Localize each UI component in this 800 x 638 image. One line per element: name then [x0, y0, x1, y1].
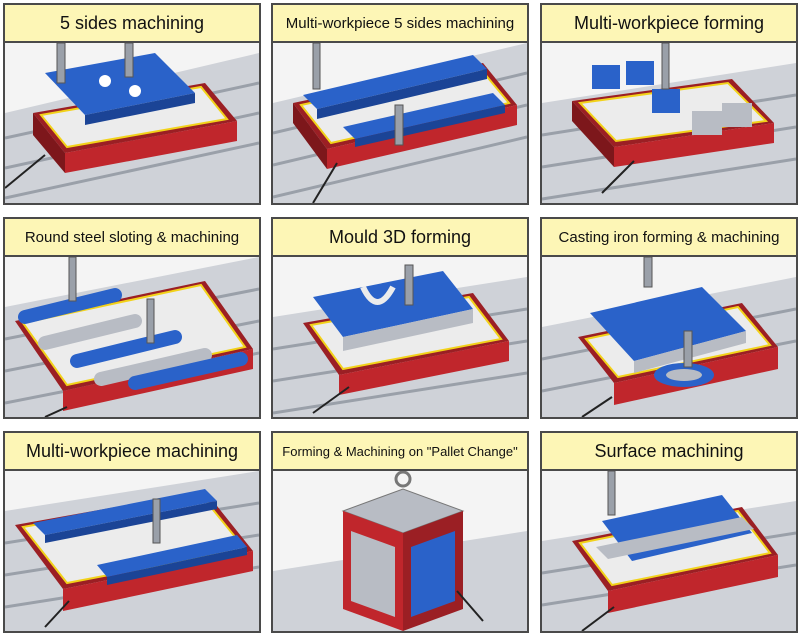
panel-frame: Multi-workpiece 5 sides machining: [271, 3, 529, 205]
cable: [456, 590, 484, 622]
machining-illustration: [542, 43, 796, 203]
panel-title: 5 sides machining: [5, 5, 259, 43]
cutting-tool: [643, 257, 693, 368]
panel-title: Multi-workpiece 5 sides machining: [273, 5, 527, 43]
panel-frame: Mould 3D forming: [271, 217, 529, 419]
machining-illustration: [273, 43, 527, 203]
panel-multi-workpiece-5-sides: Multi-workpiece 5 sides machining: [271, 3, 529, 205]
panel-title: Forming & Machining on "Pallet Change": [273, 433, 527, 471]
machining-illustration: [273, 264, 527, 417]
panel-casting-iron-forming: Casting iron forming & machining: [540, 217, 798, 419]
cable: [5, 154, 46, 189]
workpiece: [592, 61, 752, 135]
panel-surface-machining: Surface machining: [540, 431, 798, 633]
panel-frame: Multi-workpiece forming: [540, 3, 798, 205]
cutting-tool: [152, 498, 161, 544]
panel-frame: Round steel sloting & machining: [3, 217, 261, 419]
workpiece: [33, 489, 247, 585]
panel-multi-workpiece-machining: Multi-workpiece machining: [3, 431, 261, 633]
cable: [312, 162, 338, 203]
panel-frame: 5 sides machining: [3, 3, 261, 205]
panel-round-steel-sloting: Round steel sloting & machining: [3, 217, 261, 419]
cutting-tool: [68, 257, 155, 344]
panel-mould-3d-forming: Mould 3D forming: [271, 217, 529, 419]
panel-multi-workpiece-forming: Multi-workpiece forming: [540, 3, 798, 205]
panel-title: Mould 3D forming: [273, 219, 527, 257]
panel-title: Surface machining: [542, 433, 796, 471]
machining-illustration: [5, 43, 259, 203]
panel-5-sides-machining: 5 sides machining: [3, 3, 261, 205]
cutting-tool: [661, 43, 670, 90]
panel-frame: Surface machining: [540, 431, 798, 633]
panel-frame: Multi-workpiece machining: [3, 431, 261, 633]
machining-illustration: [5, 257, 259, 417]
cable: [312, 386, 350, 414]
pallet-cube: [341, 488, 465, 631]
workpiece: [596, 495, 754, 561]
cutting-tool: [404, 264, 414, 306]
panel-title: Multi-workpiece forming: [542, 5, 796, 43]
panel-title: Multi-workpiece machining: [5, 433, 259, 471]
cable: [581, 396, 613, 417]
cutting-tool: [56, 43, 134, 84]
cable: [44, 406, 68, 417]
cutting-tool: [607, 471, 616, 516]
workpiece: [18, 288, 248, 390]
panel-frame: Casting iron forming & machining: [540, 217, 798, 419]
workpiece: [313, 271, 473, 351]
workpiece: [303, 55, 505, 147]
panel-title: Round steel sloting & machining: [5, 219, 259, 257]
machining-illustration: [542, 257, 796, 417]
cutting-tool: [312, 43, 404, 146]
cable: [601, 160, 635, 194]
machining-illustration: [5, 471, 259, 631]
cable: [44, 600, 70, 628]
panel-frame: Forming & Machining on "Pallet Change": [271, 431, 529, 633]
panel-pallet-change: Forming & Machining on "Pallet Change": [271, 431, 529, 633]
workpiece: [45, 53, 195, 125]
panel-title: Casting iron forming & machining: [542, 219, 796, 257]
cable: [581, 606, 615, 631]
lifting-eye: [394, 471, 412, 488]
machining-illustration: [273, 471, 527, 631]
machining-illustration: [542, 471, 796, 631]
